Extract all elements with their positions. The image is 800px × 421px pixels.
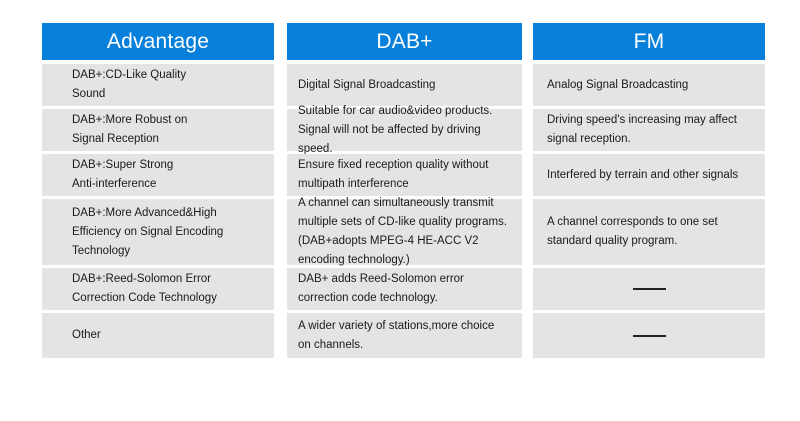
column-dab-plus: DAB+ Digital Signal Broadcasting Suitabl…: [287, 23, 522, 358]
column-header-advantage: Advantage: [42, 23, 274, 60]
cell-line: (DAB+adopts MPEG-4 HE-ACC V2: [298, 235, 479, 247]
cell-line: DAB+:CD-Like Quality: [72, 69, 187, 81]
cell-line: signal reception.: [547, 133, 631, 145]
cell-line: DAB+ adds Reed-Solomon error: [298, 273, 464, 285]
column-advantage: Advantage DAB+:CD-Like Quality Sound DAB…: [42, 23, 274, 358]
em-dash-icon: [632, 288, 666, 290]
cell-line: standard quality program.: [547, 235, 678, 247]
column-advantage-rows: DAB+:CD-Like Quality Sound DAB+:More Rob…: [42, 64, 274, 358]
cell-line: Suitable for car audio&video products.: [298, 104, 493, 117]
cell-line: Other: [72, 329, 101, 341]
table-cell: A channel corresponds to one set standar…: [533, 199, 765, 268]
cell-line: on channels.: [298, 338, 364, 351]
table-cell: A channel can simultaneously transmit mu…: [287, 197, 522, 268]
cell-line: Efficiency on Signal Encoding: [72, 225, 224, 238]
comparison-table: Advantage DAB+:CD-Like Quality Sound DAB…: [42, 23, 765, 358]
column-header-dab-plus: DAB+: [287, 23, 522, 60]
table-cell: DAB+:More Robust on Signal Reception: [42, 109, 274, 154]
cell-line: Sound: [72, 88, 106, 100]
cell-line: encoding technology.): [298, 254, 410, 266]
table-cell: A wider variety of stations,more choice …: [287, 313, 522, 358]
cell-line: Anti-interference: [72, 178, 157, 190]
cell-line: Driving speed's increasing may affect: [547, 114, 737, 126]
cell-line: A channel can simultaneously transmit: [298, 197, 494, 209]
table-cell: DAB+:More Advanced&High Efficiency on Si…: [42, 199, 274, 268]
table-cell: DAB+:Reed-Solomon Error Correction Code …: [42, 268, 274, 313]
cell-line: multipath interference: [298, 178, 409, 190]
table-cell: Digital Signal Broadcasting: [287, 64, 522, 109]
cell-line: DAB+:Super Strong: [72, 159, 174, 171]
cell-line: Digital Signal Broadcasting: [298, 78, 436, 91]
table-cell: Suitable for car audio&video products. S…: [287, 105, 522, 155]
cell-line: correction code technology.: [298, 292, 438, 304]
table-cell: Analog Signal Broadcasting: [533, 64, 765, 109]
column-fm-rows: Analog Signal Broadcasting Driving speed…: [533, 64, 765, 358]
cell-line: Analog Signal Broadcasting: [547, 78, 689, 91]
table-cell: Driving speed's increasing may affect si…: [533, 109, 765, 154]
table-cell: Ensure fixed reception quality without m…: [287, 154, 522, 199]
cell-line: multiple sets of CD-like quality program…: [298, 216, 507, 228]
cell-line: Interfered by terrain and other signals: [547, 168, 739, 181]
column-header-fm: FM: [533, 23, 765, 60]
table-cell: Interfered by terrain and other signals: [533, 154, 765, 199]
table-cell: DAB+:Super Strong Anti-interference: [42, 154, 274, 199]
cell-line: DAB+:More Advanced&High: [72, 206, 217, 219]
table-cell: DAB+ adds Reed-Solomon error correction …: [287, 268, 522, 313]
em-dash-icon: [632, 334, 666, 337]
cell-line: DAB+:More Robust on: [72, 114, 188, 126]
cell-line: Technology: [72, 244, 131, 257]
cell-line: Signal will not be affected by driving: [298, 123, 481, 136]
cell-line: DAB+:Reed-Solomon Error: [72, 273, 212, 285]
column-fm: FM Analog Signal Broadcasting Driving sp…: [533, 23, 765, 358]
cell-line: A channel corresponds to one set: [547, 216, 718, 228]
cell-line: speed.: [298, 142, 333, 155]
table-cell: Other: [42, 313, 274, 358]
cell-line: Ensure fixed reception quality without: [298, 159, 489, 171]
table-cell: DAB+:CD-Like Quality Sound: [42, 64, 274, 109]
table-cell-empty: [533, 268, 765, 313]
column-dab-plus-rows: Digital Signal Broadcasting Suitable for…: [287, 64, 522, 358]
table-cell-empty: [533, 313, 765, 358]
cell-line: A wider variety of stations,more choice: [298, 319, 495, 332]
cell-line: Correction Code Technology: [72, 292, 217, 304]
cell-line: Signal Reception: [72, 133, 159, 145]
